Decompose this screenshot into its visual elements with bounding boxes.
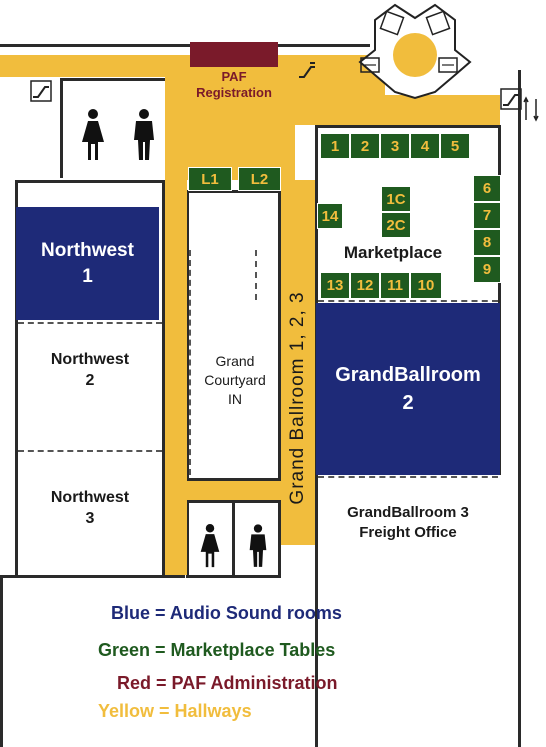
wall: [162, 180, 165, 575]
room-northwest-3: Northwest 3: [18, 478, 162, 538]
escalator-icon: [500, 88, 522, 110]
wall: [15, 180, 18, 575]
room-northwest-1: Northwest 1: [16, 207, 159, 320]
table-1c: 1C: [381, 186, 411, 212]
table-13: 13: [320, 272, 350, 299]
wall: [278, 190, 281, 480]
wall: [0, 44, 190, 47]
table-l1: L1: [188, 167, 232, 191]
room-name: Northwest: [41, 239, 134, 261]
table-12: 12: [350, 272, 380, 299]
wall: [186, 575, 281, 578]
restroom-men-icon: [134, 109, 154, 160]
room-number: 3: [85, 510, 95, 527]
room-grand-courtyard: Grand Courtyard IN: [192, 340, 278, 420]
wall: [186, 478, 281, 481]
hallway-grand-ballroom: [281, 180, 315, 545]
wall: [278, 500, 281, 578]
room-name: GrandBallroom 3: [347, 504, 469, 521]
room-divider: [318, 300, 498, 302]
wall: [0, 575, 185, 578]
room-name: Northwest: [50, 489, 130, 506]
escalator-icon: [523, 96, 539, 122]
wall: [278, 44, 370, 47]
wall: [498, 125, 501, 475]
room-name: Grand: [215, 352, 255, 369]
room-northwest-2: Northwest 2: [18, 340, 162, 400]
wall: [15, 180, 165, 183]
hallway-south-connector: [187, 481, 281, 500]
table-9: 9: [473, 256, 501, 283]
room-divider: [255, 250, 257, 300]
room-number: 2: [402, 392, 414, 414]
legend-green: Green = Marketplace Tables: [98, 640, 336, 660]
paf-line: PAF: [221, 69, 247, 84]
table-11: 11: [380, 272, 410, 299]
table-l2: L2: [238, 167, 281, 191]
wall: [60, 78, 170, 81]
room-divider: [318, 476, 498, 478]
restroom-women-icon: [200, 524, 220, 568]
escalator-icon: [299, 62, 315, 78]
table-14: 14: [317, 203, 343, 229]
room-divider: [189, 250, 191, 475]
table-2c: 2C: [381, 212, 411, 238]
room-divider: [18, 322, 162, 324]
room-name: GrandBallroom: [335, 364, 481, 386]
table-10: 10: [410, 272, 442, 299]
room-divider: [18, 450, 162, 452]
room-grand-ballroom-3: GrandBallroom 3 Freight Office: [318, 498, 498, 548]
room-name: IN: [228, 390, 242, 407]
escalator-icon: [30, 80, 52, 102]
table-3: 3: [380, 133, 410, 159]
legend-yellow: Yellow = Hallways: [98, 701, 252, 721]
registration-line: Registration: [196, 85, 272, 100]
paf-registration-label: PAF Registration: [180, 66, 288, 104]
room-name: Northwest: [50, 351, 130, 368]
wall: [315, 125, 500, 128]
wall: [186, 190, 189, 480]
table-6: 6: [473, 175, 501, 202]
table-2: 2: [350, 133, 380, 159]
marketplace-label: Marketplace: [343, 243, 443, 262]
room-name: Courtyard: [204, 371, 266, 388]
table-7: 7: [473, 202, 501, 229]
table-8: 8: [473, 229, 501, 256]
hallway-north: [0, 55, 190, 77]
table-1: 1: [320, 133, 350, 159]
restroom-women-icon: [82, 109, 104, 160]
hallway-east: [280, 95, 500, 125]
elevator-tower-icon: [358, 3, 472, 100]
wall: [186, 190, 281, 193]
legend-blue: Blue = Audio Sound rooms: [111, 603, 342, 623]
hallway-west-corridor: [165, 55, 187, 575]
hallway-label: Grand Ballroom 1, 2, 3: [287, 291, 308, 505]
table-5: 5: [440, 133, 470, 159]
table-4: 4: [410, 133, 440, 159]
wall: [60, 78, 63, 178]
wall: [0, 578, 3, 747]
wall: [232, 500, 235, 578]
wall: [186, 500, 189, 578]
paf-administration-block: [190, 42, 278, 67]
room-name: Freight Office: [359, 524, 457, 541]
wall: [518, 70, 521, 747]
room-grand-ballroom-2: GrandBallroom 2: [316, 303, 500, 475]
restroom-men-icon: [249, 524, 267, 567]
legend-red: Red = PAF Administration: [117, 673, 338, 693]
room-number: 1: [82, 265, 93, 287]
room-number: 2: [85, 372, 95, 389]
